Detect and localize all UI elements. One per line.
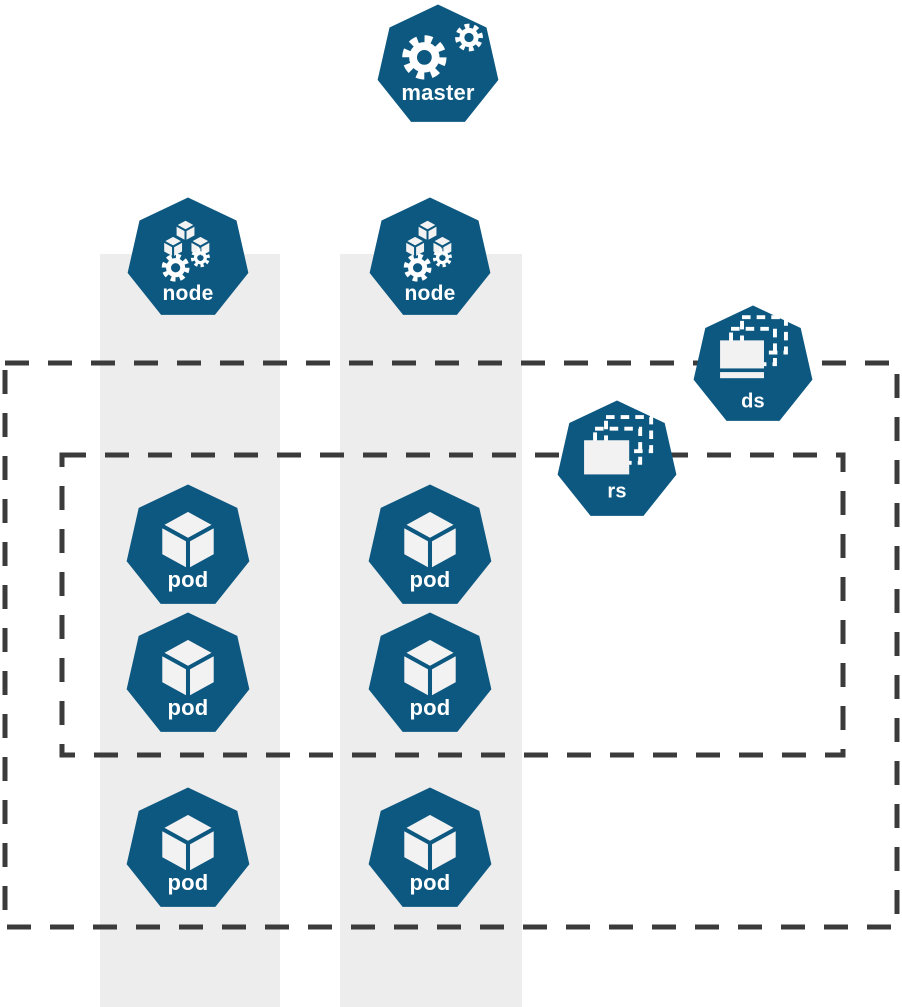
cube-icon bbox=[161, 234, 186, 260]
gear-icon bbox=[190, 248, 210, 268]
replicaset-node: rs bbox=[556, 400, 678, 516]
pod-label: pod bbox=[409, 870, 451, 895]
node-label: node bbox=[162, 281, 214, 305]
gear-icon bbox=[161, 253, 190, 282]
pod-label: pod bbox=[409, 695, 451, 720]
gear-icon bbox=[403, 253, 432, 282]
pod-node: pod bbox=[125, 612, 251, 732]
pod-label: pod bbox=[409, 567, 451, 592]
node-node: node bbox=[368, 197, 492, 315]
daemonset-icon bbox=[720, 315, 788, 379]
master-label: master bbox=[401, 79, 475, 105]
gear-icon bbox=[402, 35, 447, 80]
pod-node: pod bbox=[367, 484, 493, 604]
heptagon-shape bbox=[369, 197, 491, 315]
node-label: node bbox=[404, 281, 456, 305]
cube-icon bbox=[398, 507, 462, 575]
cube-icon bbox=[415, 218, 440, 244]
daemonset-node: ds bbox=[692, 305, 814, 421]
cube-icon bbox=[156, 810, 220, 878]
cube-icon bbox=[173, 218, 198, 244]
pod-label: pod bbox=[167, 567, 209, 592]
cube-icon bbox=[403, 234, 428, 260]
pod-label: pod bbox=[167, 695, 209, 720]
cube-icon bbox=[398, 810, 462, 878]
cube-icon bbox=[398, 635, 462, 703]
master-node: master bbox=[376, 4, 500, 122]
pod-node: pod bbox=[367, 787, 493, 907]
cubes-and-gears-icon bbox=[161, 218, 213, 282]
outer-dashed-box bbox=[2, 360, 900, 930]
pod-node: pod bbox=[125, 484, 251, 604]
cube-icon bbox=[156, 507, 220, 575]
cube-icon bbox=[156, 635, 220, 703]
pod-label: pod bbox=[167, 870, 209, 895]
heptagon-shape bbox=[127, 197, 249, 315]
pod-node: pod bbox=[367, 612, 493, 732]
pod-node: pod bbox=[125, 787, 251, 907]
inner-dashed-box bbox=[59, 452, 846, 758]
replicaset-icon bbox=[584, 415, 654, 475]
node-node: node bbox=[126, 197, 250, 315]
daemonset-label: ds bbox=[741, 390, 765, 413]
replicaset-label: rs bbox=[607, 480, 627, 503]
cube-icon bbox=[430, 234, 455, 260]
